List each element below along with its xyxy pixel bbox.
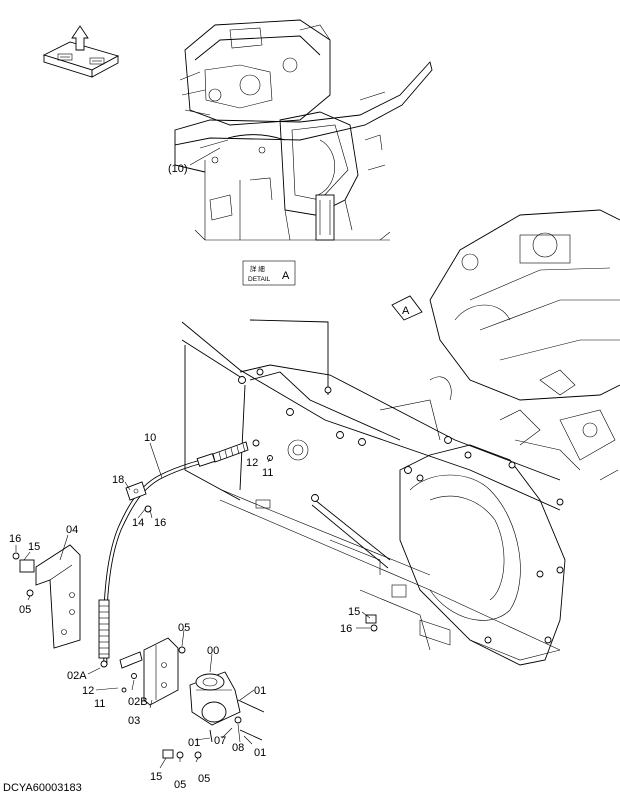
- label-10-paren: (10): [168, 163, 188, 175]
- label-01-lower-right: 01: [254, 747, 266, 759]
- label-03: 03: [128, 715, 140, 727]
- label-01-right: 01: [254, 685, 266, 697]
- label-16-left: 16: [9, 533, 21, 545]
- label-10: 10: [144, 432, 156, 444]
- detail-caption-box: 詳 細 DETAIL A: [242, 260, 296, 286]
- detail-view-upper: [174, 19, 433, 241]
- label-02a: 02A: [67, 670, 87, 682]
- label-11-upper: 11: [262, 467, 273, 479]
- label-05-upper: 05: [178, 622, 190, 634]
- label-18: 18: [112, 474, 124, 486]
- document-code: DCYA60003183: [3, 782, 82, 794]
- label-14: 14: [132, 517, 144, 529]
- label-16-right: 16: [340, 623, 352, 635]
- label-12-lower: 12: [82, 685, 94, 697]
- view-marker: A: [391, 295, 423, 321]
- leader-lines: [15, 147, 371, 769]
- view-marker-letter: A: [402, 305, 410, 317]
- label-08: 08: [232, 742, 244, 754]
- cable-spring-upper: [212, 441, 249, 463]
- detail-letter: A: [282, 270, 290, 282]
- rail-hardware: [267, 455, 378, 632]
- label-00: 00: [207, 645, 219, 657]
- label-12-upper: 12: [246, 457, 258, 469]
- label-02b: 02B: [128, 696, 148, 708]
- label-04: 04: [66, 524, 78, 536]
- label-15-left: 15: [28, 541, 40, 553]
- detail-japanese-label: 詳 細: [250, 264, 265, 273]
- cable-spring-lower: [98, 599, 110, 659]
- frame-rail: [181, 319, 564, 661]
- orientation-icon: [42, 25, 120, 78]
- label-15-right: 15: [348, 606, 360, 618]
- label-05-bottom-b: 05: [198, 773, 210, 785]
- label-15-bottom: 15: [150, 771, 162, 783]
- bracket-plate-04: [12, 544, 81, 649]
- label-11-lower: 11: [94, 698, 105, 710]
- detail-english-label: DETAIL: [248, 276, 271, 283]
- label-07: 07: [214, 735, 226, 747]
- actuator-assembly: [26, 589, 265, 759]
- label-05-left: 05: [19, 604, 31, 616]
- label-05-bottom-a: 05: [174, 779, 186, 791]
- part-labels: (10) 10 12 11 18 14 16 04 16 15 05 05 00…: [9, 163, 360, 791]
- engine-main: [429, 209, 620, 481]
- label-16-mid: 16: [154, 517, 166, 529]
- label-01-lower: 01: [188, 737, 200, 749]
